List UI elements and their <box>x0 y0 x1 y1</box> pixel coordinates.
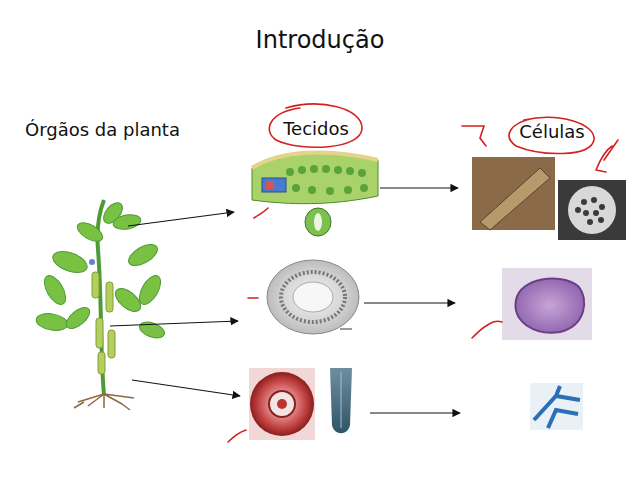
plant-drawing <box>35 199 167 410</box>
column-label: Tecidos <box>283 118 349 139</box>
page-title: Introdução <box>256 26 385 54</box>
red-annotation <box>228 104 618 442</box>
stem-section <box>267 260 359 334</box>
column-label: Órgãos da planta <box>25 119 180 140</box>
leaf-section <box>252 152 378 236</box>
cell-images <box>472 157 626 430</box>
root-section <box>249 368 352 440</box>
arrow <box>110 188 460 413</box>
column-label: Células <box>519 121 584 142</box>
